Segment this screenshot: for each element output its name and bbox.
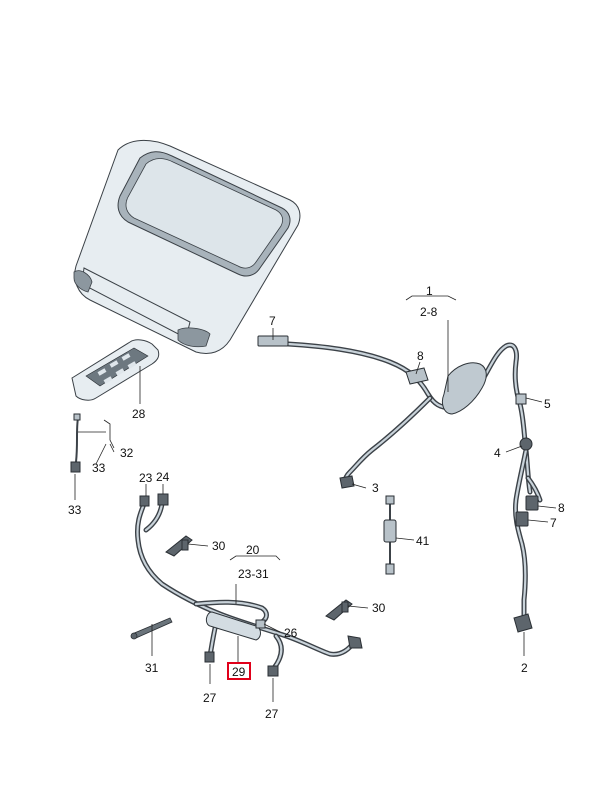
connector-26	[255, 619, 266, 629]
grommet-4	[519, 437, 533, 451]
label-8-top: 8	[417, 349, 424, 363]
part-labels: 1 2-8 7 8 5 4 8 7 2 3 41 28 32 33 33 23 …	[68, 284, 565, 721]
label-7-bottom: 7	[550, 516, 557, 530]
wiring-harness-1	[257, 335, 543, 633]
connector-2	[513, 613, 533, 633]
connector-8-bottom	[525, 495, 539, 511]
connector-23	[139, 495, 150, 507]
label-30-upper: 30	[212, 539, 226, 553]
connector-7-bottom	[515, 511, 529, 527]
label-8-bottom: 8	[558, 501, 565, 515]
label-33-bottom: 33	[68, 503, 82, 517]
cable-tie-31	[130, 617, 173, 640]
label-20: 20	[246, 543, 260, 557]
highlight-box-29	[227, 662, 251, 680]
connector-27-left	[204, 651, 215, 663]
label-24: 24	[156, 470, 170, 484]
wire-33	[70, 413, 81, 473]
label-23-31: 23-31	[238, 567, 269, 581]
connector-3	[339, 475, 355, 489]
label-3: 3	[372, 481, 379, 495]
label-30-lower: 30	[372, 601, 386, 615]
connector-5	[515, 393, 527, 405]
label-5: 5	[544, 397, 551, 411]
connector-8-top	[405, 367, 429, 385]
label-29: 29	[232, 665, 246, 679]
tailgate	[73, 140, 301, 354]
clip-30-lower	[325, 599, 353, 621]
label-23: 23	[139, 471, 153, 485]
connector-27-right	[267, 665, 279, 677]
label-41: 41	[416, 534, 430, 548]
label-2: 2	[521, 661, 528, 675]
label-27-left: 27	[203, 691, 217, 705]
wiring-harness-20	[135, 493, 363, 677]
label-2-8: 2-8	[420, 305, 438, 319]
fuse-holder-41	[383, 495, 397, 575]
connector-24	[157, 493, 169, 506]
label-28: 28	[132, 407, 146, 421]
label-27-right: 27	[265, 707, 279, 721]
control-module-28	[71, 339, 160, 404]
connector-end-right	[347, 635, 363, 649]
label-33-mid: 33	[92, 461, 106, 475]
label-4: 4	[494, 446, 501, 460]
leader-lines	[74, 295, 557, 702]
label-32: 32	[120, 446, 134, 460]
clip-30-upper	[165, 535, 193, 557]
label-7-top: 7	[269, 314, 276, 328]
label-1: 1	[426, 284, 433, 298]
label-26: 26	[284, 626, 298, 640]
label-31: 31	[145, 661, 159, 675]
